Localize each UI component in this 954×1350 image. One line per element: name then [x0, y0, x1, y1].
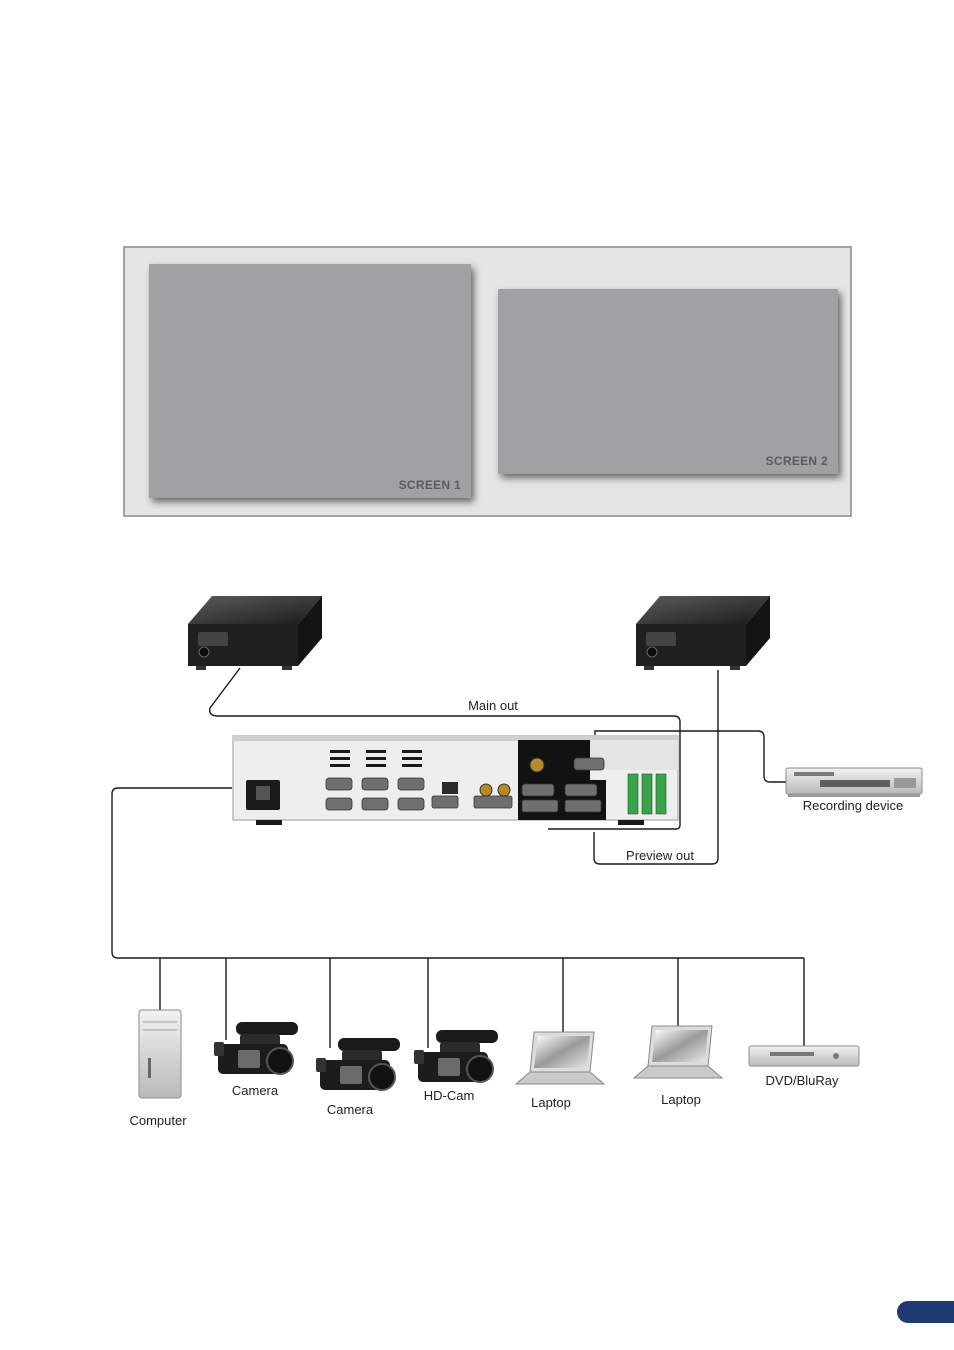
- page-number-tab: [897, 1301, 954, 1323]
- source-label-camera-2: Camera: [327, 1102, 374, 1117]
- laptop-2: [634, 1026, 722, 1078]
- preview-out-label: Preview out: [626, 848, 694, 863]
- laptop-1: [516, 1032, 604, 1084]
- source-label-hd-cam: HD-Cam: [424, 1088, 475, 1103]
- projector-1: [188, 596, 322, 670]
- source-label-dvd-bluray: DVD/BluRay: [766, 1073, 839, 1088]
- source-label-camera-1: Camera: [232, 1083, 279, 1098]
- source-label-laptop-1: Laptop: [531, 1095, 571, 1110]
- recording-device-label: Recording device: [803, 798, 903, 813]
- projector-2: [636, 596, 770, 670]
- main-out-cable: [210, 668, 680, 735]
- video-processor-rear-panel: [233, 736, 678, 825]
- dvd-bluray-player: [749, 1046, 859, 1066]
- computer-tower: [139, 1010, 181, 1098]
- camera-2: [316, 1038, 400, 1090]
- source-label-computer: Computer: [129, 1113, 187, 1128]
- source-label-laptop-2: Laptop: [661, 1092, 701, 1107]
- input-bus-cables: [112, 788, 804, 1048]
- recording-device-vcr: [786, 768, 922, 797]
- main-out-label: Main out: [468, 698, 518, 713]
- hd-cam: [414, 1030, 498, 1082]
